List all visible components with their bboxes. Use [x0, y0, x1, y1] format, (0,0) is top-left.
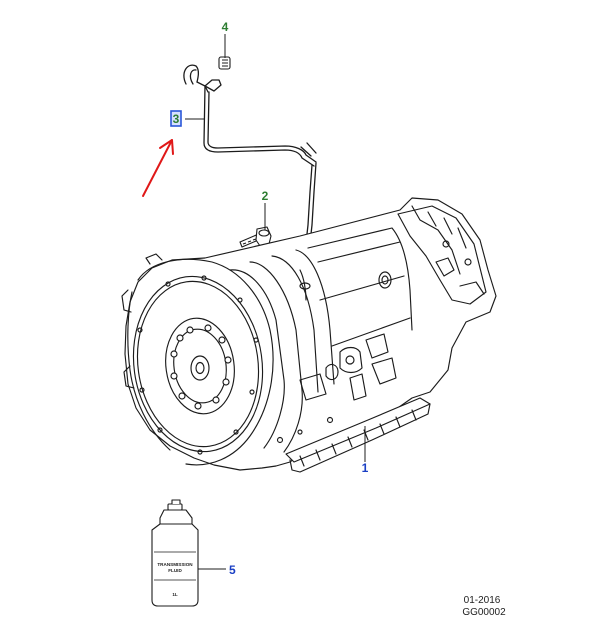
footer-date: 01-2016 [464, 595, 501, 606]
callout-2[interactable]: 2 [262, 189, 269, 203]
footer-code: GG00002 [462, 607, 506, 618]
callout-5[interactable]: 5 [229, 563, 236, 577]
callout-1[interactable]: 1 [362, 461, 369, 475]
clip-part-4[interactable] [218, 56, 231, 70]
bottle-label-line2: FLUID [168, 568, 182, 573]
bottle-label-line1: TRANSMISSION [157, 562, 193, 567]
callout-4[interactable]: 4 [222, 20, 229, 34]
callout-3-highlight [170, 110, 182, 127]
callout-3[interactable]: 3 [173, 112, 180, 126]
pointer-arrow [142, 139, 174, 197]
bottle-volume: 1L [172, 592, 178, 597]
transmission-part-1[interactable] [121, 197, 497, 473]
leader-lines [185, 34, 366, 570]
fluid-bottle-part-5[interactable]: TRANSMISSION FLUID 1L [151, 499, 199, 607]
